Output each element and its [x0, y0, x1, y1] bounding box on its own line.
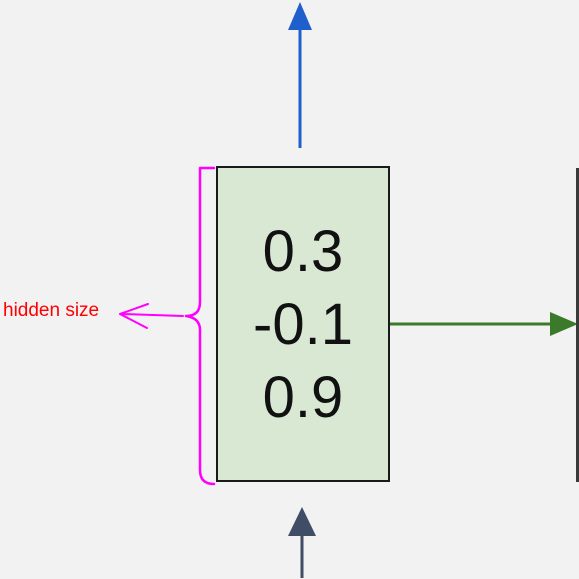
- hidden-state-cell: 0.3 -0.1 0.9: [216, 166, 390, 482]
- hidden-value-2: -0.1: [253, 291, 353, 357]
- hidden-value-1: 0.3: [262, 218, 344, 284]
- hidden-size-pointer: [119, 303, 184, 329]
- input-arrow-bottom: [288, 507, 316, 578]
- neighbor-cell-edge: [576, 168, 579, 482]
- output-arrow-right: [390, 312, 578, 336]
- hidden-size-bracket: [184, 166, 216, 486]
- output-arrow-up: [288, 2, 312, 148]
- hidden-value-3: 0.9: [262, 364, 344, 430]
- hidden-size-label: hidden size: [3, 300, 100, 321]
